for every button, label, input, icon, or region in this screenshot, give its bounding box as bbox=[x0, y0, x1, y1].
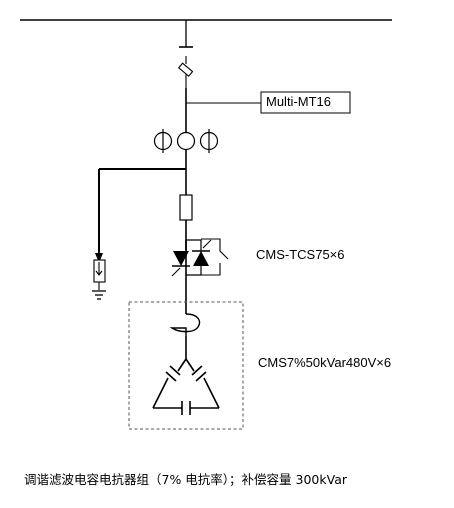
surge-arrester-icon bbox=[93, 259, 106, 290]
busbar-tap bbox=[179, 20, 193, 48]
thyristor-switch-icon bbox=[171, 238, 229, 281]
filter-enclosure bbox=[128, 301, 244, 430]
arrester-branch bbox=[98, 168, 186, 253]
current-transformer-icon bbox=[153, 129, 219, 153]
capacitor-label: CMS7%50kVar480V×6 bbox=[258, 355, 392, 370]
diagram-caption: 调谐滤波电容电抗器组（7% 电抗率）；补偿容量 300kVar bbox=[24, 472, 348, 487]
fuse-icon bbox=[179, 194, 193, 221]
breaker-label-box bbox=[260, 91, 351, 114]
capacitor-bank-icon bbox=[152, 336, 220, 415]
ground-icon bbox=[92, 290, 106, 300]
breaker-callout bbox=[186, 91, 351, 114]
breaker-label: Multi-MT16 bbox=[266, 94, 332, 109]
fuse-isolator-icon bbox=[177, 56, 194, 88]
arrow-down-icon bbox=[95, 253, 103, 263]
reactor-icon bbox=[169, 313, 201, 336]
thyristor-switch-label: CMS-TCS75×6 bbox=[256, 247, 345, 262]
